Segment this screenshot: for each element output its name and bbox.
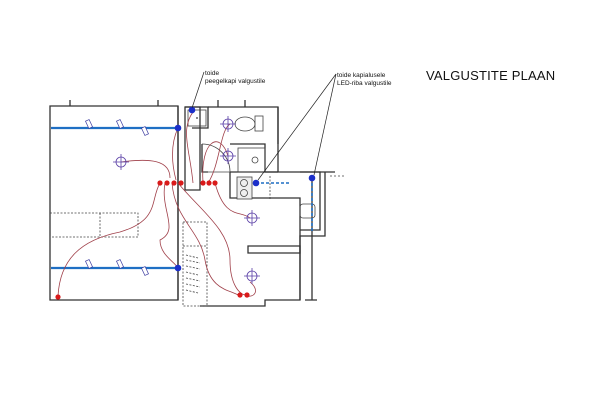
switch-icon xyxy=(164,180,170,186)
ceiling-light-icon xyxy=(244,210,260,226)
power-point-icon xyxy=(252,179,260,187)
annotation-line: LED-riba valgustile xyxy=(337,80,392,87)
strip-luminaires xyxy=(85,119,149,276)
annotation-cabinet-led: toide kapialusele LED-riba valgustile xyxy=(337,72,392,88)
annotation-line: peegelkapi valgustile xyxy=(205,78,266,85)
ceiling-light-icon xyxy=(244,268,260,284)
ceiling-light-icon xyxy=(220,148,236,164)
power-point-icon xyxy=(188,106,196,114)
power-point-icon xyxy=(308,174,316,182)
led-strips xyxy=(51,126,313,270)
switch-icon xyxy=(157,180,163,186)
bathroom-fixtures xyxy=(187,109,316,219)
ceiling-light-icon xyxy=(220,116,236,132)
switches xyxy=(55,180,250,300)
annotation-mirror-cabinet: toide peegelkapi valgustile xyxy=(205,70,265,86)
leader-lines xyxy=(191,71,337,181)
furniture-outlines xyxy=(50,212,208,307)
power-points xyxy=(174,106,316,272)
power-point-icon xyxy=(174,124,182,132)
switch-icon xyxy=(171,180,177,186)
switch-icon xyxy=(206,180,212,186)
switch-icon xyxy=(237,292,243,298)
switch-icon xyxy=(212,180,218,186)
power-point-icon xyxy=(174,264,182,272)
ceiling-lights xyxy=(113,116,260,284)
switch-icon xyxy=(55,294,61,300)
annotation-line: toide xyxy=(205,70,220,77)
wiring xyxy=(57,111,256,297)
walls xyxy=(49,100,345,307)
switch-icon xyxy=(244,292,250,298)
switch-icon xyxy=(178,180,184,186)
ceiling-light-icon xyxy=(113,154,129,170)
annotation-line: toide kapialusele xyxy=(337,72,386,79)
drawing-title: VALGUSTITE PLAAN xyxy=(426,68,556,83)
switch-icon xyxy=(200,180,206,186)
